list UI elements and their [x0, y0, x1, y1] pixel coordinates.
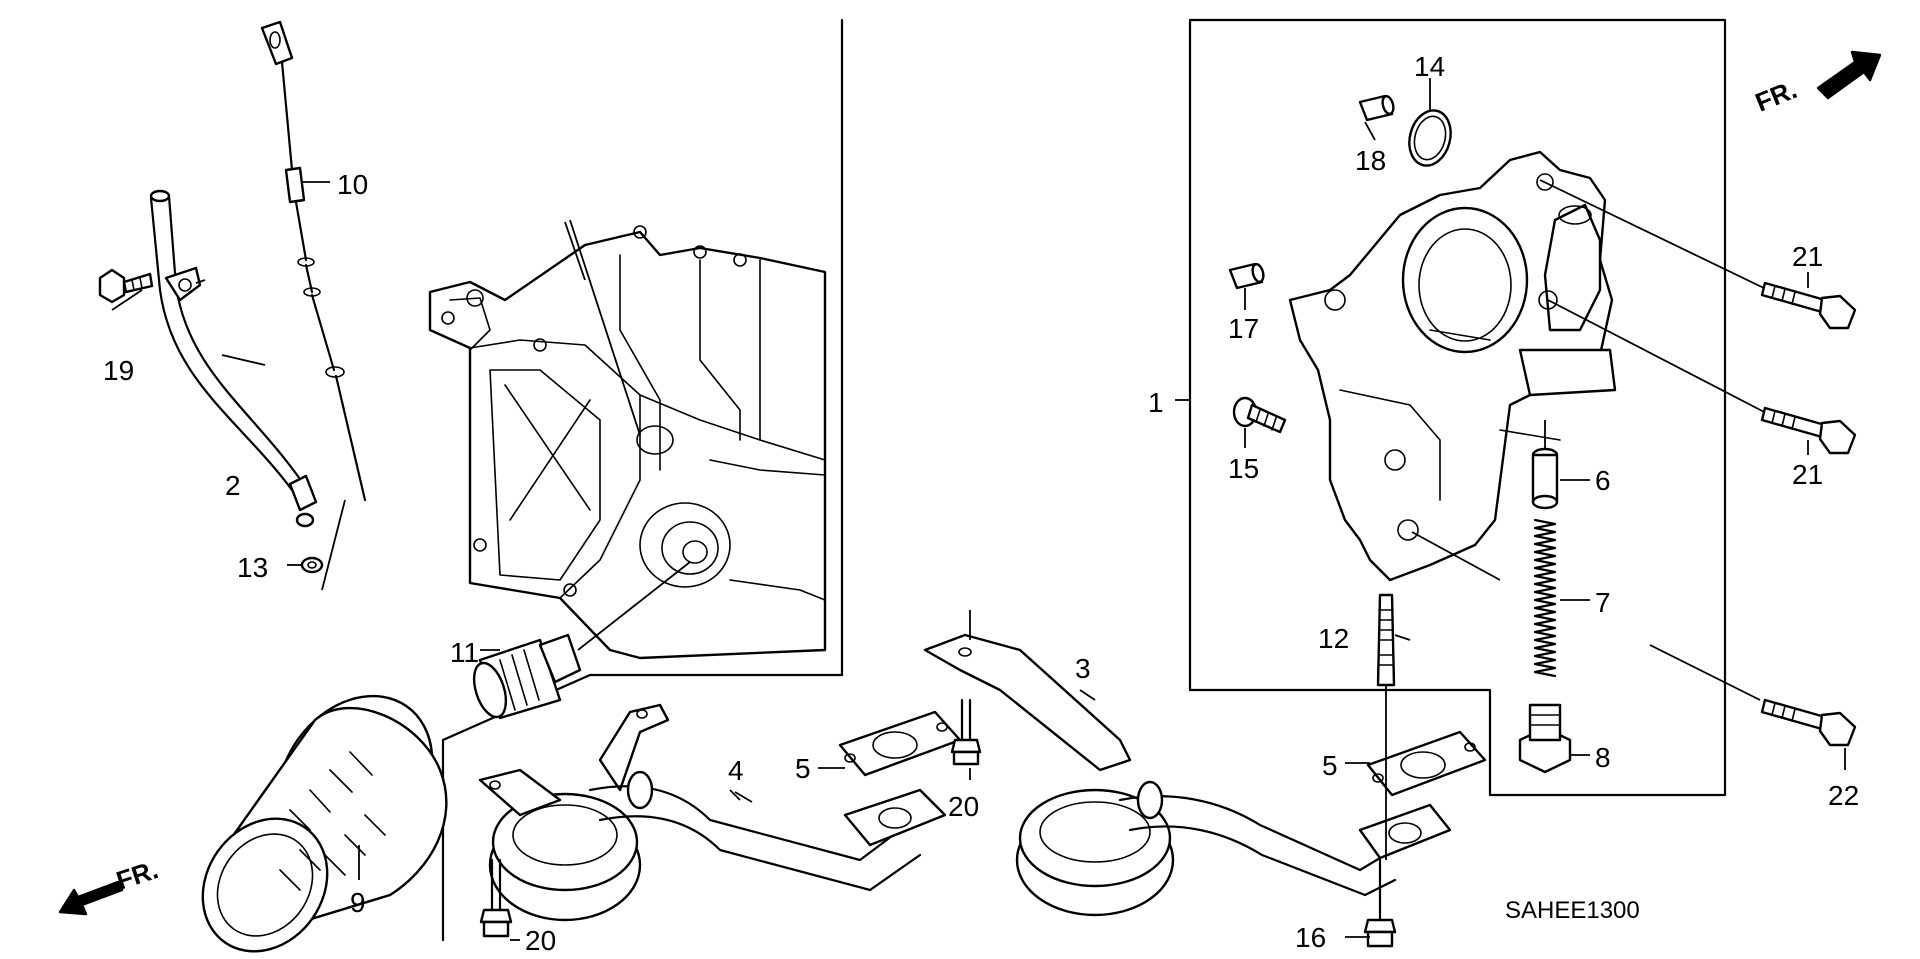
- part-5-gasket-a: [838, 710, 962, 777]
- callout-20-right: 20: [948, 791, 979, 822]
- part-21-bolt-b: [1760, 406, 1857, 455]
- part-19-bolt: [98, 268, 154, 304]
- part-8-plug: [1518, 703, 1572, 774]
- callout-20-bottom: 20: [525, 925, 556, 956]
- part-15-bolt: [1232, 396, 1287, 434]
- part-13-washer: [300, 556, 324, 574]
- part-20-bolt-b: [479, 858, 513, 938]
- callout-5-left: 5: [795, 753, 811, 784]
- part-4-oil-strainer: [478, 703, 947, 922]
- callout-1: 1: [1148, 387, 1164, 418]
- part-20-bolt-a: [950, 698, 982, 766]
- part-18-dowel-pin: [1358, 94, 1395, 122]
- part-5-gasket-b: [1366, 730, 1487, 797]
- oil-pump-kit-frame: [1188, 18, 1727, 797]
- part-14-o-ring: [1408, 109, 1452, 167]
- part-12-stud: [1376, 593, 1396, 860]
- callout-12: 12: [1318, 623, 1349, 654]
- callout-22: 22: [1828, 780, 1859, 811]
- part-16-nut: [1363, 858, 1397, 948]
- callout-9: 9: [350, 887, 366, 918]
- callout-2: 2: [225, 470, 241, 501]
- part-9-oil-filter: [201, 694, 448, 953]
- part-22-bolt: [1649, 644, 1857, 747]
- callout-15: 15: [1228, 453, 1259, 484]
- part-3-bracket-strainer: [923, 610, 1452, 917]
- part-21-bolt-a: [1760, 281, 1857, 330]
- callout-18: 18: [1355, 145, 1386, 176]
- front-label-top-right: FR.: [1751, 74, 1801, 118]
- callout-21-top: 21: [1792, 241, 1823, 272]
- part-2-dipstick-pipe: [149, 189, 346, 591]
- callout-21-bottom: 21: [1792, 459, 1823, 490]
- front-arrow-top-right: FR.: [1751, 50, 1882, 118]
- part-10-dipstick: [260, 20, 367, 502]
- part-17-dowel-pin: [1228, 262, 1265, 290]
- diagram-code: SAHEE1300: [1505, 897, 1640, 924]
- part-11-fitting: [472, 561, 691, 720]
- callout-13: 13: [237, 552, 268, 583]
- callout-3: 3: [1075, 653, 1091, 684]
- callout-4: 4: [728, 755, 744, 786]
- part-6-relief-valve: [1531, 420, 1559, 510]
- callout-19: 19: [103, 355, 134, 386]
- callouts: 1 2 3 4 5 5 6 7 8 9 10 11 12 13 14 15 16…: [103, 51, 1859, 956]
- front-arrow-bottom-left: FR.: [58, 854, 162, 916]
- callout-5-right: 5: [1322, 750, 1338, 781]
- callout-6: 6: [1595, 465, 1611, 496]
- callout-14: 14: [1414, 51, 1445, 82]
- callout-17: 17: [1228, 313, 1259, 344]
- front-label-bottom-left: FR.: [113, 854, 162, 895]
- callout-11: 11: [450, 637, 479, 668]
- engine-block: [428, 219, 827, 660]
- part-7-spring: [1533, 518, 1557, 678]
- callout-7: 7: [1595, 587, 1611, 618]
- callout-10: 10: [337, 169, 368, 200]
- callout-16: 16: [1295, 922, 1326, 953]
- callout-8: 8: [1595, 742, 1611, 773]
- leader-lines: [111, 78, 1846, 941]
- part-1-oil-pump: [1288, 150, 1771, 582]
